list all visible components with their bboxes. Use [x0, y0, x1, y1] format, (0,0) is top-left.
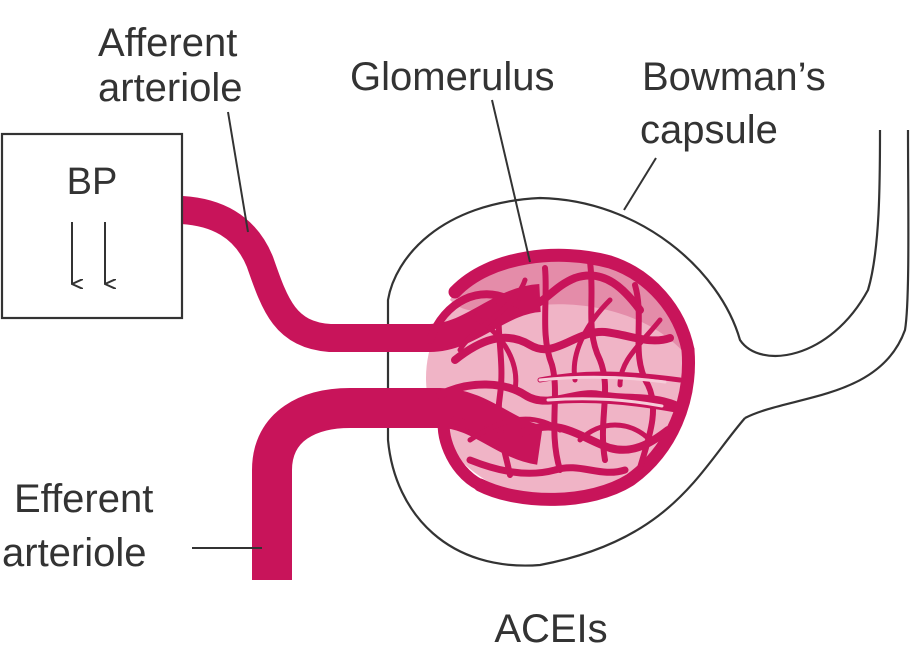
- efferent-arteriole-label-line2: arteriole: [2, 531, 147, 575]
- efferent-arteriole-label-line1: Efferent: [14, 477, 153, 521]
- afferent-arteriole-label-line1: Afferent: [98, 21, 237, 65]
- acei-label: ACEIs: [494, 607, 607, 651]
- bowmans-capsule-label-line2: capsule: [640, 108, 778, 152]
- bp-label: BP: [67, 161, 118, 203]
- bowman-leader-line: [624, 158, 656, 210]
- bowmans-capsule-label-line1: Bowman’s: [642, 55, 826, 99]
- glomerulus-leader-line: [492, 100, 530, 262]
- bowman-capsule-inner-wall: [745, 130, 908, 418]
- afferent-arteriole-label-line2: arteriole: [98, 66, 243, 110]
- glomerulus-label: Glomerulus: [350, 55, 555, 99]
